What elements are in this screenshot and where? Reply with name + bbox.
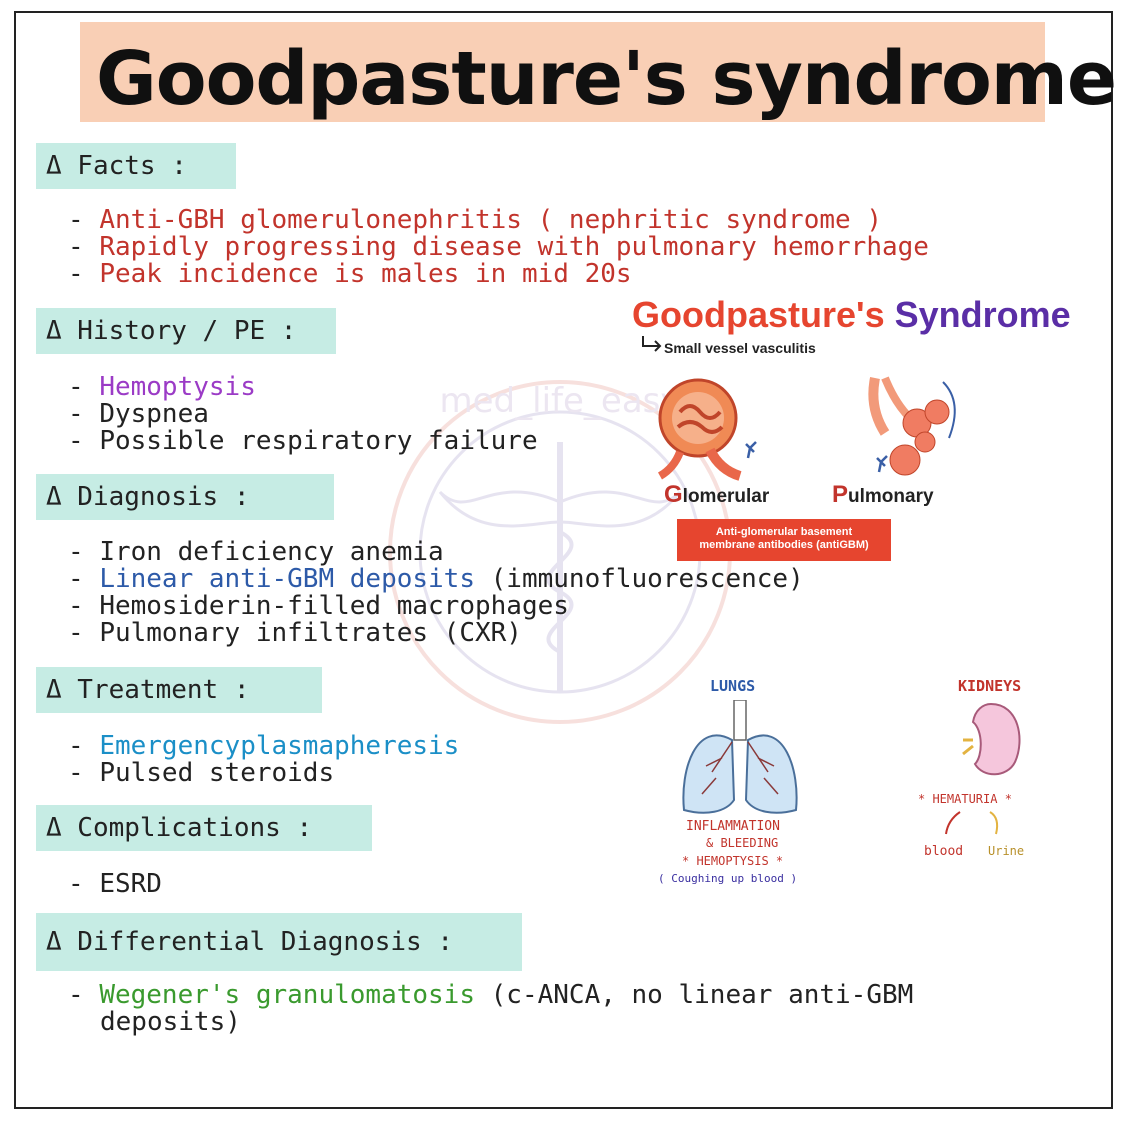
lungs-label: LUNGS	[710, 677, 756, 695]
hemoptysis-text: * HEMOPTYSIS *	[682, 854, 784, 868]
treatment-text: Emergencyplasmapheresis	[99, 731, 460, 761]
label-capital: G	[664, 481, 683, 508]
complications-list: - ESRD	[68, 871, 162, 898]
history-text: Possible respiratory failure	[99, 426, 538, 456]
bullet-dash: -	[68, 564, 84, 594]
history-text: Dyspnea	[99, 399, 209, 429]
bullet-dash: -	[68, 426, 84, 456]
bullet-dash: -	[68, 372, 84, 402]
bullet-dash: -	[68, 731, 84, 761]
label-rest: lomerular	[682, 486, 770, 507]
list-item: - ESRD	[68, 871, 162, 898]
section-complications-heading: Δ Complications :	[36, 805, 372, 851]
kidney-icon	[962, 702, 1021, 776]
differential-highlight: Wegener's granulomatosis	[99, 980, 475, 1010]
diagram-subtitle: Small vessel vasculitis	[664, 340, 816, 356]
diagnosis-list: - Iron deficiency anemia - Linear anti-G…	[68, 539, 804, 647]
diagnosis-text: Iron deficiency anemia	[99, 537, 444, 567]
section-differential-heading: Δ Differential Diagnosis :	[36, 913, 522, 971]
alveoli-icon	[868, 376, 956, 476]
pulmonary-label: Pulmonary	[832, 481, 934, 509]
list-item: - Iron deficiency anemia	[68, 539, 804, 566]
list-item: - Anti-GBH glomerulonephritis ( nephriti…	[68, 207, 929, 234]
bullet-dash: -	[68, 232, 84, 262]
diagram-title: Goodpasture's Syndrome	[632, 294, 1071, 336]
label-capital: P	[832, 481, 849, 508]
kidneys-label: KIDNEYS	[958, 677, 1022, 695]
section-diagnosis-heading: Δ Diagnosis :	[36, 474, 334, 520]
bullet-dash: -	[68, 591, 84, 621]
list-item: - Dyspnea	[68, 401, 538, 428]
list-item: - Emergencyplasmapheresis	[68, 733, 459, 760]
antibody-line: membrane antibodies (antiGBM)	[699, 539, 869, 551]
list-item: - Rapidly progressing disease with pulmo…	[68, 234, 929, 261]
facts-list: - Anti-GBH glomerulonephritis ( nephriti…	[68, 207, 929, 288]
list-item: - Wegener's granulomatosis (c-ANCA, no l…	[68, 982, 913, 1009]
bullet-dash: -	[68, 537, 84, 567]
diagnosis-highlight: Linear anti-GBM deposits	[99, 564, 475, 594]
coughing-text: ( Coughing up blood )	[658, 872, 798, 885]
blood-text: blood	[924, 844, 964, 859]
bullet-dash: -	[68, 980, 84, 1010]
bullet-dash: -	[68, 399, 84, 429]
glomerular-label: Glomerular	[664, 481, 769, 509]
complication-text: ESRD	[99, 869, 162, 899]
bullet-dash: -	[68, 758, 84, 788]
hematuria-arrows-icon	[945, 811, 999, 835]
diagram-title-part: Syndrome	[894, 294, 1071, 335]
glomerulus-icon	[657, 378, 757, 481]
list-item-continuation: deposits)	[100, 1007, 241, 1037]
list-item: - Linear anti-GBM deposits (immunofluore…	[68, 566, 804, 593]
section-history-heading: Δ History / PE :	[36, 308, 336, 354]
fact-text: Anti-GBH glomerulonephritis ( nephritic …	[99, 205, 882, 235]
inflammation-text: INFLAMMATION	[686, 819, 780, 834]
lungs-icon	[682, 700, 798, 814]
antibody-box: Anti-glomerular basement membrane antibo…	[677, 519, 891, 561]
urine-text: Urine	[988, 844, 1025, 858]
diagnosis-text: Hemosiderin-filled macrophages	[99, 591, 569, 621]
diagnosis-text: (immunofluorescence)	[475, 564, 804, 594]
bleeding-text: & BLEEDING	[706, 836, 779, 850]
list-item: - Pulmonary infiltrates (CXR)	[68, 620, 804, 647]
list-item: - Possible respiratory failure	[68, 428, 538, 455]
history-text: Hemoptysis	[99, 372, 256, 402]
list-item: - Hemosiderin-filled macrophages	[68, 593, 804, 620]
differential-text: (c-ANCA, no linear anti-GBM	[475, 980, 914, 1010]
title-band	[80, 22, 1045, 122]
differential-list: - Wegener's granulomatosis (c-ANCA, no l…	[68, 982, 913, 1036]
bullet-dash: -	[68, 205, 84, 235]
label-rest: ulmonary	[848, 486, 934, 507]
list-item: - Pulsed steroids	[68, 760, 459, 787]
treatment-text: Pulsed steroids	[99, 758, 335, 788]
arrow-icon	[642, 336, 662, 352]
fact-text: Rapidly progressing disease with pulmona…	[99, 232, 929, 262]
antibody-line: Anti-glomerular basement	[715, 526, 853, 538]
history-list: - Hemoptysis - Dyspnea - Possible respir…	[68, 374, 538, 455]
list-item: - Hemoptysis	[68, 374, 538, 401]
bullet-dash: -	[68, 259, 84, 289]
bullet-dash: -	[68, 869, 84, 899]
section-treatment-heading: Δ Treatment :	[36, 667, 322, 713]
diagnosis-text: Pulmonary infiltrates (CXR)	[99, 618, 522, 648]
bullet-dash: -	[68, 618, 84, 648]
page-title: Goodpasture's syndrome	[96, 36, 1117, 122]
section-facts-heading: Δ Facts :	[36, 143, 236, 189]
hematuria-text: * HEMATURIA *	[918, 792, 1012, 806]
diagram-title-part: pasture's	[725, 294, 895, 335]
treatment-list: - Emergencyplasmapheresis - Pulsed stero…	[68, 733, 459, 787]
diagram-title-part: Good	[632, 294, 726, 335]
fact-text: Peak incidence is males in mid 20s	[99, 259, 632, 289]
list-item: - Peak incidence is males in mid 20s	[68, 261, 929, 288]
